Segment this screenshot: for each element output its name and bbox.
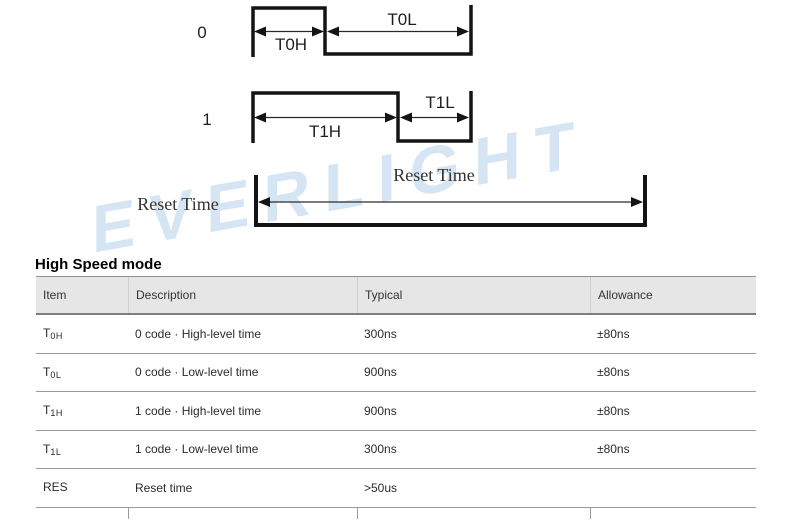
bit0-label: 0 [197,23,207,42]
header-description: Description [128,277,357,313]
reset-arrow-label: Reset Time [393,165,475,185]
item-symbol: RES [43,480,68,495]
typical-cell: 300ns [364,442,397,457]
timing-diagram: 0 T0H T0L 1 T1H T1L Reset Time Reset Tim… [0,0,788,250]
item-subscript: 1H [50,408,63,419]
description-cell: 0 code · High-level time [135,326,262,341]
typical-cell: 900ns [364,403,397,418]
description-cell: 1 code · High-level time [135,403,262,418]
item-cell: T1H [36,403,128,418]
header-typical: Typical [357,277,590,313]
t1l-label: T1L [425,93,455,112]
allowance-cell: ±80ns [597,326,630,341]
reset-left-label: Reset Time [137,194,219,214]
item-cell: T0H [36,326,128,341]
bit1-waveform [251,91,473,143]
t0h-label: T0H [274,35,308,54]
table-row-t0l: T0L 0 code · Low-level time 900ns ±80ns [36,354,756,392]
item-symbol: T [43,364,51,379]
description-cell: Reset time [135,480,193,495]
item-cell: RES [36,480,128,495]
allowance-cell: ±80ns [597,442,630,457]
typical-cell: 300ns [364,326,397,341]
table-row-t0h: T0H 0 code · High-level time 300ns ±80ns [36,315,756,354]
item-cell: T1L [36,442,128,457]
table-row-t1h: T1H 1 code · High-level time 900ns ±80ns [36,392,756,431]
typical-cell: 900ns [364,365,397,380]
allowance-cell: ±80ns [597,403,630,418]
allowance-cell: ±80ns [597,365,630,380]
item-subscript: 0L [50,369,62,380]
header-item: Item [43,288,67,302]
header-allowance: Allowance [590,277,756,313]
description-cell: 0 code · Low-level time [135,365,259,380]
t0l-label: T0L [387,10,417,29]
item-symbol: T [43,403,51,418]
reset-waveform [254,175,647,227]
item-cell: T0L [36,365,128,380]
table-row-t1l: T1L 1 code · Low-level time 300ns ±80ns [36,431,756,469]
table-header-row: Item Description Typical Allowance [36,276,756,315]
item-subscript: 0H [50,331,63,342]
waveform-svg [251,5,647,227]
cell-border [590,507,591,519]
cell-border [128,507,129,519]
high-speed-mode-table: Item Description Typical Allowance T0H 0… [36,276,756,519]
table-next-row-cutoff [36,507,756,519]
bit1-label: 1 [202,110,212,129]
section-title-high-speed-mode: High Speed mode [35,256,162,273]
item-subscript: 1L [50,446,62,457]
cell-border [357,507,358,519]
t1h-label: T1H [308,122,342,141]
item-symbol: T [43,441,51,456]
typical-cell: >50us [364,480,398,495]
bit0-waveform [251,5,473,57]
table-row-res: RES Reset time >50us [36,469,756,508]
item-symbol: T [43,326,51,341]
description-cell: 1 code · Low-level time [135,442,259,457]
